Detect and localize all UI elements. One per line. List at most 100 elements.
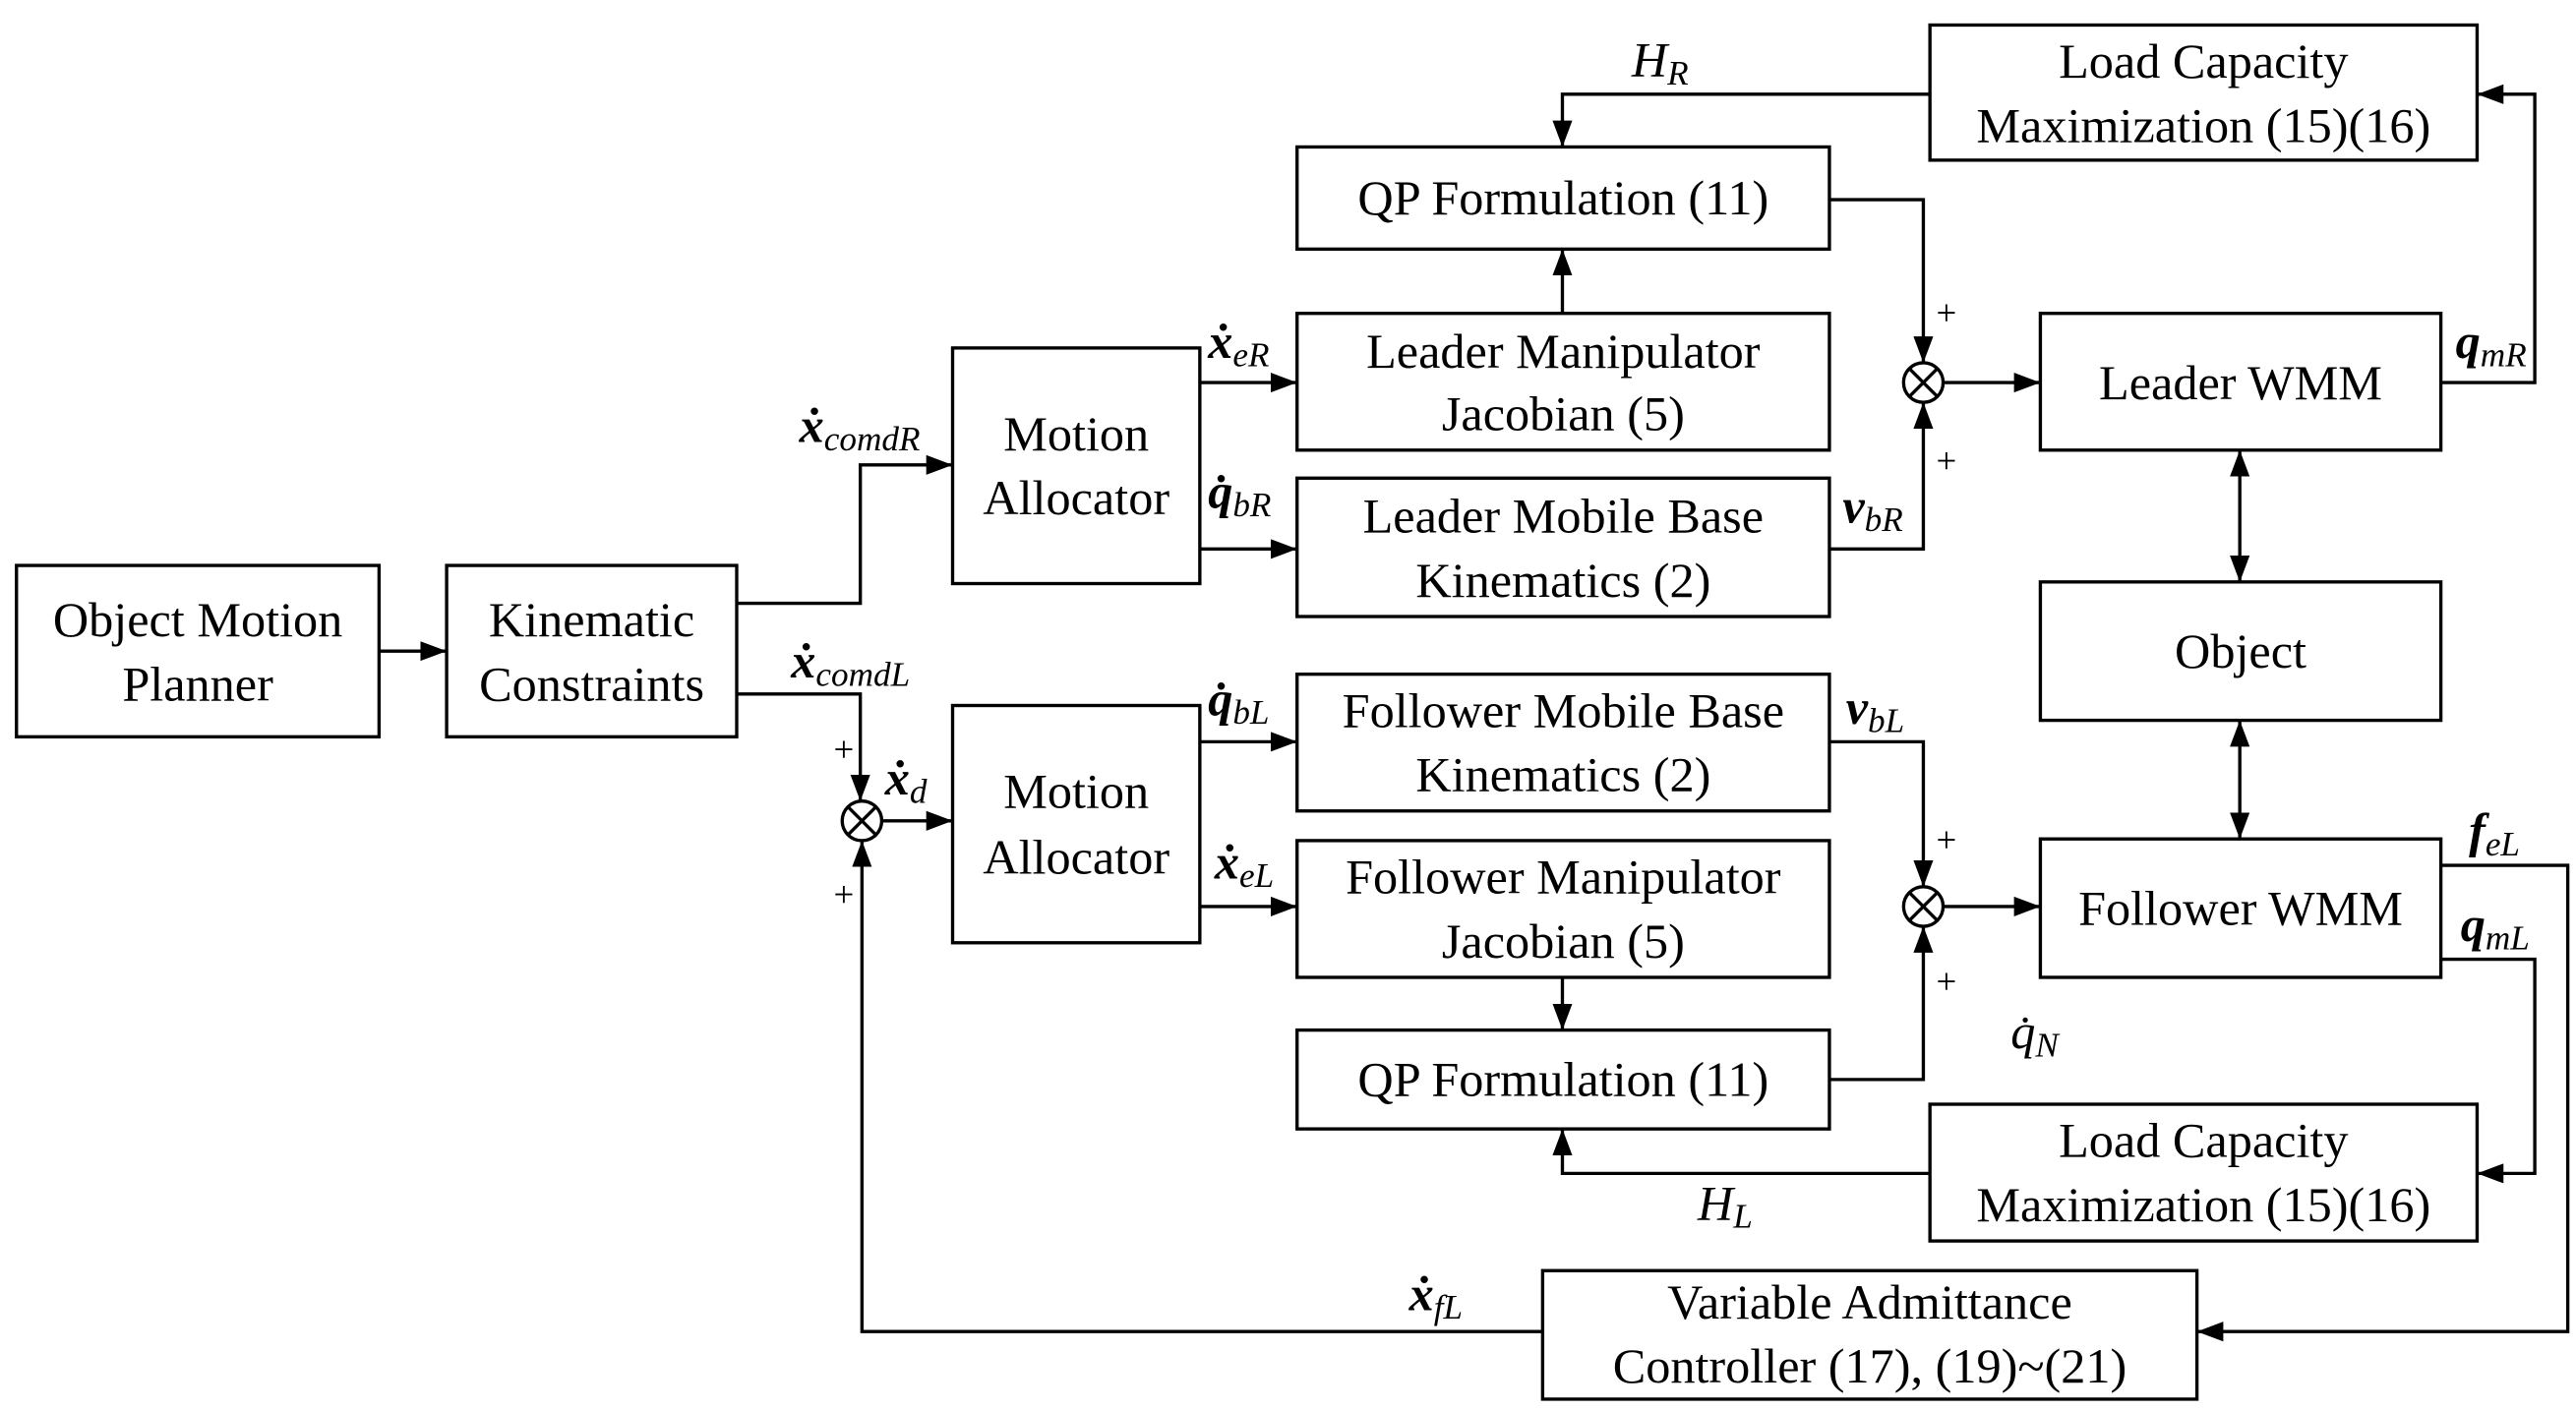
block-frame [15, 563, 382, 739]
signal-subscript: bL [1232, 693, 1269, 732]
block-label-line: Object [2175, 623, 2306, 678]
block-label-line: Follower WMM [2078, 880, 2403, 935]
signal-symbol: q̇ [1208, 672, 1232, 727]
signal-subscript: bL [1868, 701, 1904, 739]
signal-symbol: v [1842, 479, 1865, 534]
signal-label-q-n: q̇N [2010, 1004, 2061, 1064]
arrow-qp-top-to-top-junction [1828, 198, 1934, 363]
arrow-constraints-to-left-junction [737, 692, 870, 801]
signal-symbol: q [2461, 897, 2486, 952]
signal-subscript: bR [1232, 486, 1271, 524]
signal-label-q-mr: qmR [2456, 314, 2527, 374]
signal-subscript: comdR [824, 420, 921, 458]
plus-sign: + [1937, 962, 1957, 1002]
signal-label-h-r: HR [1631, 31, 1689, 91]
block-label-line: Kinematics (2) [1415, 747, 1710, 802]
signal-label-h-l: HL [1697, 1175, 1753, 1235]
block-label-line: Constraints [479, 656, 704, 711]
signal-subscript: d [910, 772, 928, 810]
block-label-line: Planner [122, 656, 273, 711]
block-frame [1295, 672, 1831, 813]
signal-subscript: mR [2481, 335, 2527, 374]
block-label-line: Controller (17), (19)~(21) [1613, 1338, 2127, 1393]
block-leader-wmm: Leader WMM [2038, 312, 2443, 452]
signal-label-x-er: ẋeR [1207, 314, 1269, 374]
arrow-qp-bottom-to-bottom-junction [1828, 926, 1934, 1082]
signal-subscript: fL [1434, 1288, 1463, 1326]
arrow-load-bottom-to-qp-bottom [1552, 1129, 1931, 1176]
signal-label-q-br: q̇bR [1208, 463, 1271, 523]
block-follower-wmm: Follower WMM [2038, 837, 2443, 979]
signal-symbol: q̇ [2010, 1004, 2035, 1059]
signal-label-x-comdl: ẋcomdL [790, 633, 910, 693]
block-qp-formulation-leader: QP Formulation (11) [1295, 145, 1831, 252]
signal-label-q-bl: q̇bL [1208, 672, 1269, 732]
arrow-admittance-feedback [852, 840, 1543, 1333]
signal-symbol: v [1846, 679, 1869, 735]
block-label-line: Variable Admittance [1667, 1274, 2072, 1329]
block-label-line: Follower Manipulator [1346, 850, 1781, 905]
block-label-line: Load Capacity [2059, 33, 2348, 88]
signal-symbol: ẋ [1214, 834, 1239, 889]
signal-label-x-el: ẋeL [1214, 834, 1274, 894]
block-label-line: Motion [1003, 763, 1149, 818]
signal-symbol: H [1631, 31, 1670, 87]
block-label-line: QP Formulation (11) [1357, 1052, 1768, 1107]
block-label-line: Load Capacity [2059, 1113, 2348, 1168]
block-frame [2038, 580, 2443, 723]
plus-sign: + [834, 729, 855, 769]
arrow-follower-wmm-to-admittance [2196, 863, 2570, 1342]
signal-subscript: N [2034, 1026, 2061, 1064]
block-label-line: Allocator [983, 470, 1169, 525]
signal-subscript: eL [2486, 825, 2520, 863]
signal-label-q-ml: qmL [2461, 897, 2530, 957]
signal-subscript: R [1666, 54, 1689, 92]
signal-symbol: H [1697, 1175, 1736, 1230]
block-frame [2038, 837, 2443, 979]
arrow-load-top-to-qp-top [1552, 92, 1931, 147]
signal-label-x-d: ẋd [884, 750, 928, 810]
block-frame [1928, 1102, 2480, 1243]
block-label-line: Allocator [983, 829, 1169, 884]
signal-symbol: ẋ [1207, 314, 1232, 369]
block-label: Follower WMM [2078, 880, 2403, 935]
block-label-line: Jacobian (5) [1442, 386, 1685, 441]
block-label-line: QP Formulation (11) [1357, 170, 1768, 225]
block-label-line: Kinematic [489, 592, 694, 647]
signal-subscript: eR [1232, 335, 1269, 374]
plus-sign: + [834, 874, 855, 914]
block-frame [1295, 476, 1831, 618]
block-frame [445, 563, 739, 739]
block-label-line: Maximization (15)(16) [1976, 97, 2430, 152]
arrow-leader-wmm-to-load-top [2440, 84, 2537, 384]
signal-label-v-br: vbR [1842, 479, 1902, 539]
arrow-constraints-to-allocator-top [737, 454, 953, 606]
plus-sign: + [1937, 292, 1957, 332]
block-label-line: Kinematics (2) [1415, 553, 1710, 608]
block-label: Leader WMM [2099, 355, 2382, 410]
block-frame [1295, 312, 1831, 452]
block-label-line: Follower Mobile Base [1343, 682, 1784, 737]
arrow-leader-base-to-top-junction [1828, 402, 1934, 551]
block-qp-formulation-follower: QP Formulation (11) [1295, 1028, 1831, 1131]
block-frame [2038, 312, 2443, 452]
